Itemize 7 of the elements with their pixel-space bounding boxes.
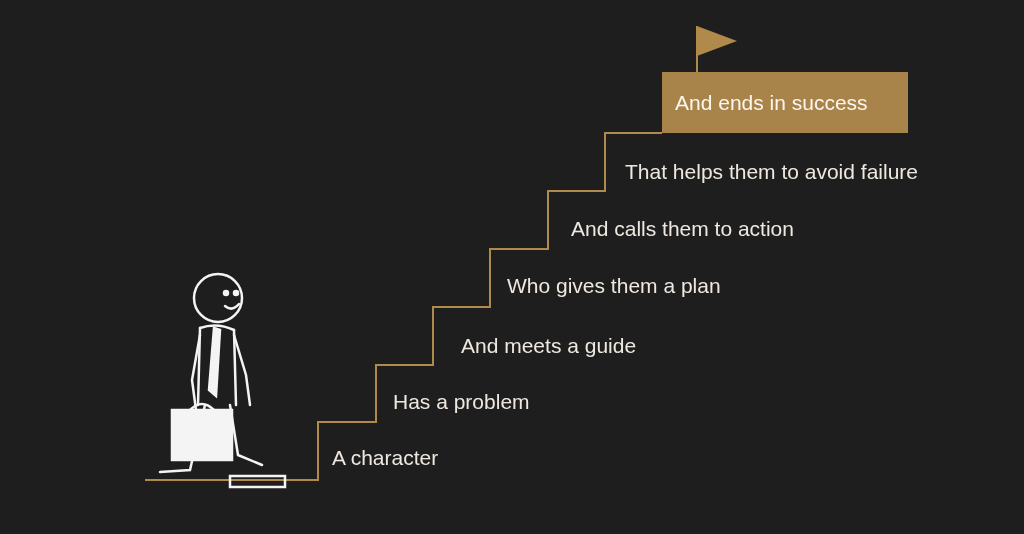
step-label: Has a problem — [393, 389, 530, 415]
step-label: That helps them to avoid failure — [625, 159, 918, 185]
step-label: And meets a guide — [461, 333, 637, 359]
step-label: Who gives them a plan — [507, 273, 721, 299]
step-label: And calls them to action — [571, 216, 794, 242]
goal-box: And ends in success — [662, 72, 908, 133]
step-label: A character — [332, 445, 439, 471]
